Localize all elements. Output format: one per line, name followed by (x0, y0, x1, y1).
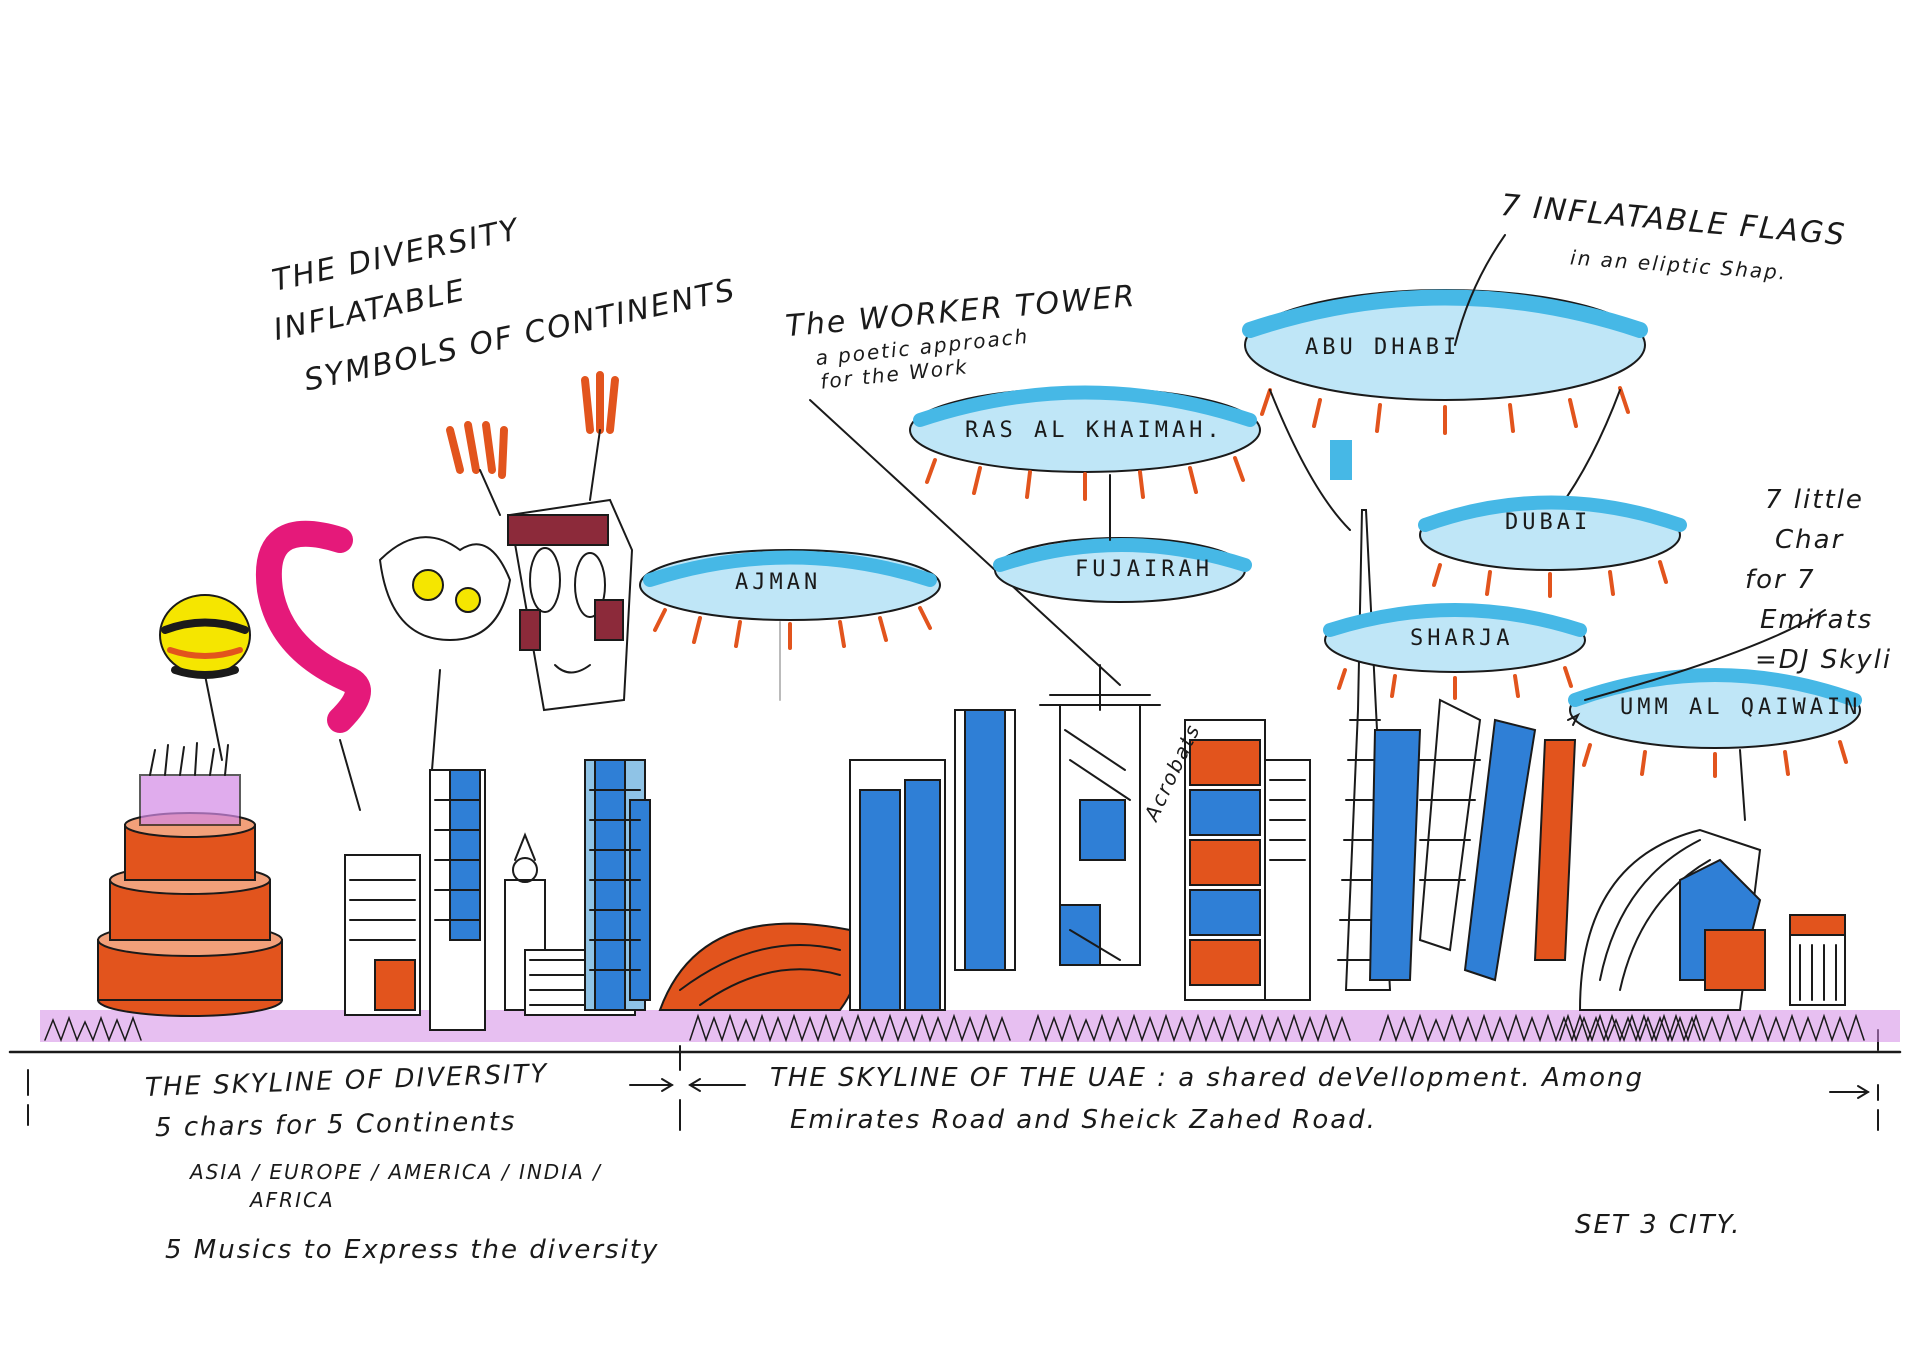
flag-ras-al-khaimah (909, 385, 1261, 501)
leader-lines (1454, 234, 1826, 726)
inflatable-white-creature (378, 536, 512, 771)
crowd-band (40, 1010, 1900, 1043)
chars-note-line2: Char (1775, 525, 1845, 555)
cake-tower (97, 742, 283, 1017)
flag-label-ras-al-khaimah: RAS AL KHAIMAH. (965, 418, 1224, 443)
tower-left-cluster (344, 854, 421, 1016)
orange-dome (658, 922, 859, 1011)
tower-blue-left (429, 769, 486, 1031)
bottom-left-line3: ASIA / EUROPE / AMERICA / INDIA / (190, 1160, 602, 1184)
bottom-left-line5: 5 Musics to Express the diversity (165, 1235, 660, 1265)
chars-note-line1: 7 little (1765, 485, 1864, 515)
inflatable-totem-mask (446, 371, 634, 712)
flag-label-ajman: AJMAN (735, 570, 822, 595)
flag-ajman (639, 549, 941, 701)
flag-abu-dhabi (1242, 289, 1648, 531)
flag-label-sharja: SHARJA (1410, 626, 1514, 651)
tower-orange-stack (1184, 719, 1311, 1001)
flag-fujairah (993, 474, 1252, 603)
inflatable-yellow-burger (159, 594, 251, 761)
tower-blue-center (849, 709, 1016, 1011)
tower-blue-tall (584, 759, 651, 1011)
flags-group (639, 289, 1862, 821)
flag-label-umm-al-qaiwain: UMM AL QAIWAIN (1620, 695, 1862, 720)
right-dome-cluster (1578, 828, 1846, 1011)
chars-note-line3: for 7 (1745, 565, 1816, 595)
bottom-right-line1: THE SKYLINE OF THE UAE : a shared deVell… (770, 1063, 1644, 1093)
flag-label-fujairah: FUJAIRAH (1075, 557, 1213, 582)
bottom-right-line2: Emirates Road and Sheick Zahed Road. (790, 1105, 1377, 1135)
chars-note-line5: =DJ Skyli (1755, 645, 1893, 675)
chars-note-line4: Emirats (1760, 605, 1874, 635)
flag-sharja (1323, 603, 1587, 700)
worker-tower (809, 399, 1161, 966)
flag-label-dubai: DUBAI (1505, 510, 1592, 535)
set-label: SET 3 CITY. (1575, 1210, 1742, 1240)
flag-label-abu-dhabi: ABU DHABI (1305, 335, 1461, 360)
inflatable-magenta-s (255, 520, 421, 1016)
tower-blue-right (1368, 698, 1577, 982)
bottom-left-line4: AFRICA (250, 1188, 335, 1212)
flag-dubai (1418, 495, 1687, 598)
bottom-left-line2: 5 chars for 5 Continents (154, 1106, 517, 1144)
flag-umm-al-qaiwain (1568, 668, 1862, 821)
